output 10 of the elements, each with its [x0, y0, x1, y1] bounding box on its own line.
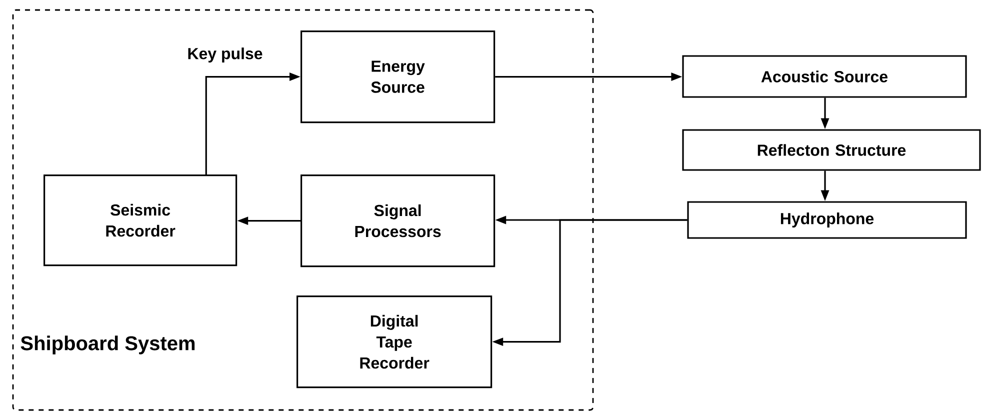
process-box: Acoustic Source — [682, 55, 967, 98]
process-box: Hydrophone — [687, 201, 967, 239]
process-box: Energy Source — [300, 30, 496, 124]
process-box: Signal Processors — [300, 174, 496, 268]
system-boundary — [12, 9, 594, 411]
group-label: Shipboard System — [20, 336, 195, 354]
process-box: Reflecton Structure — [682, 129, 981, 171]
process-box: Seismic Recorder — [44, 174, 238, 266]
edge-label: Key pulse — [186, 46, 264, 64]
process-box: Digital Tape Recorder — [296, 296, 492, 388]
